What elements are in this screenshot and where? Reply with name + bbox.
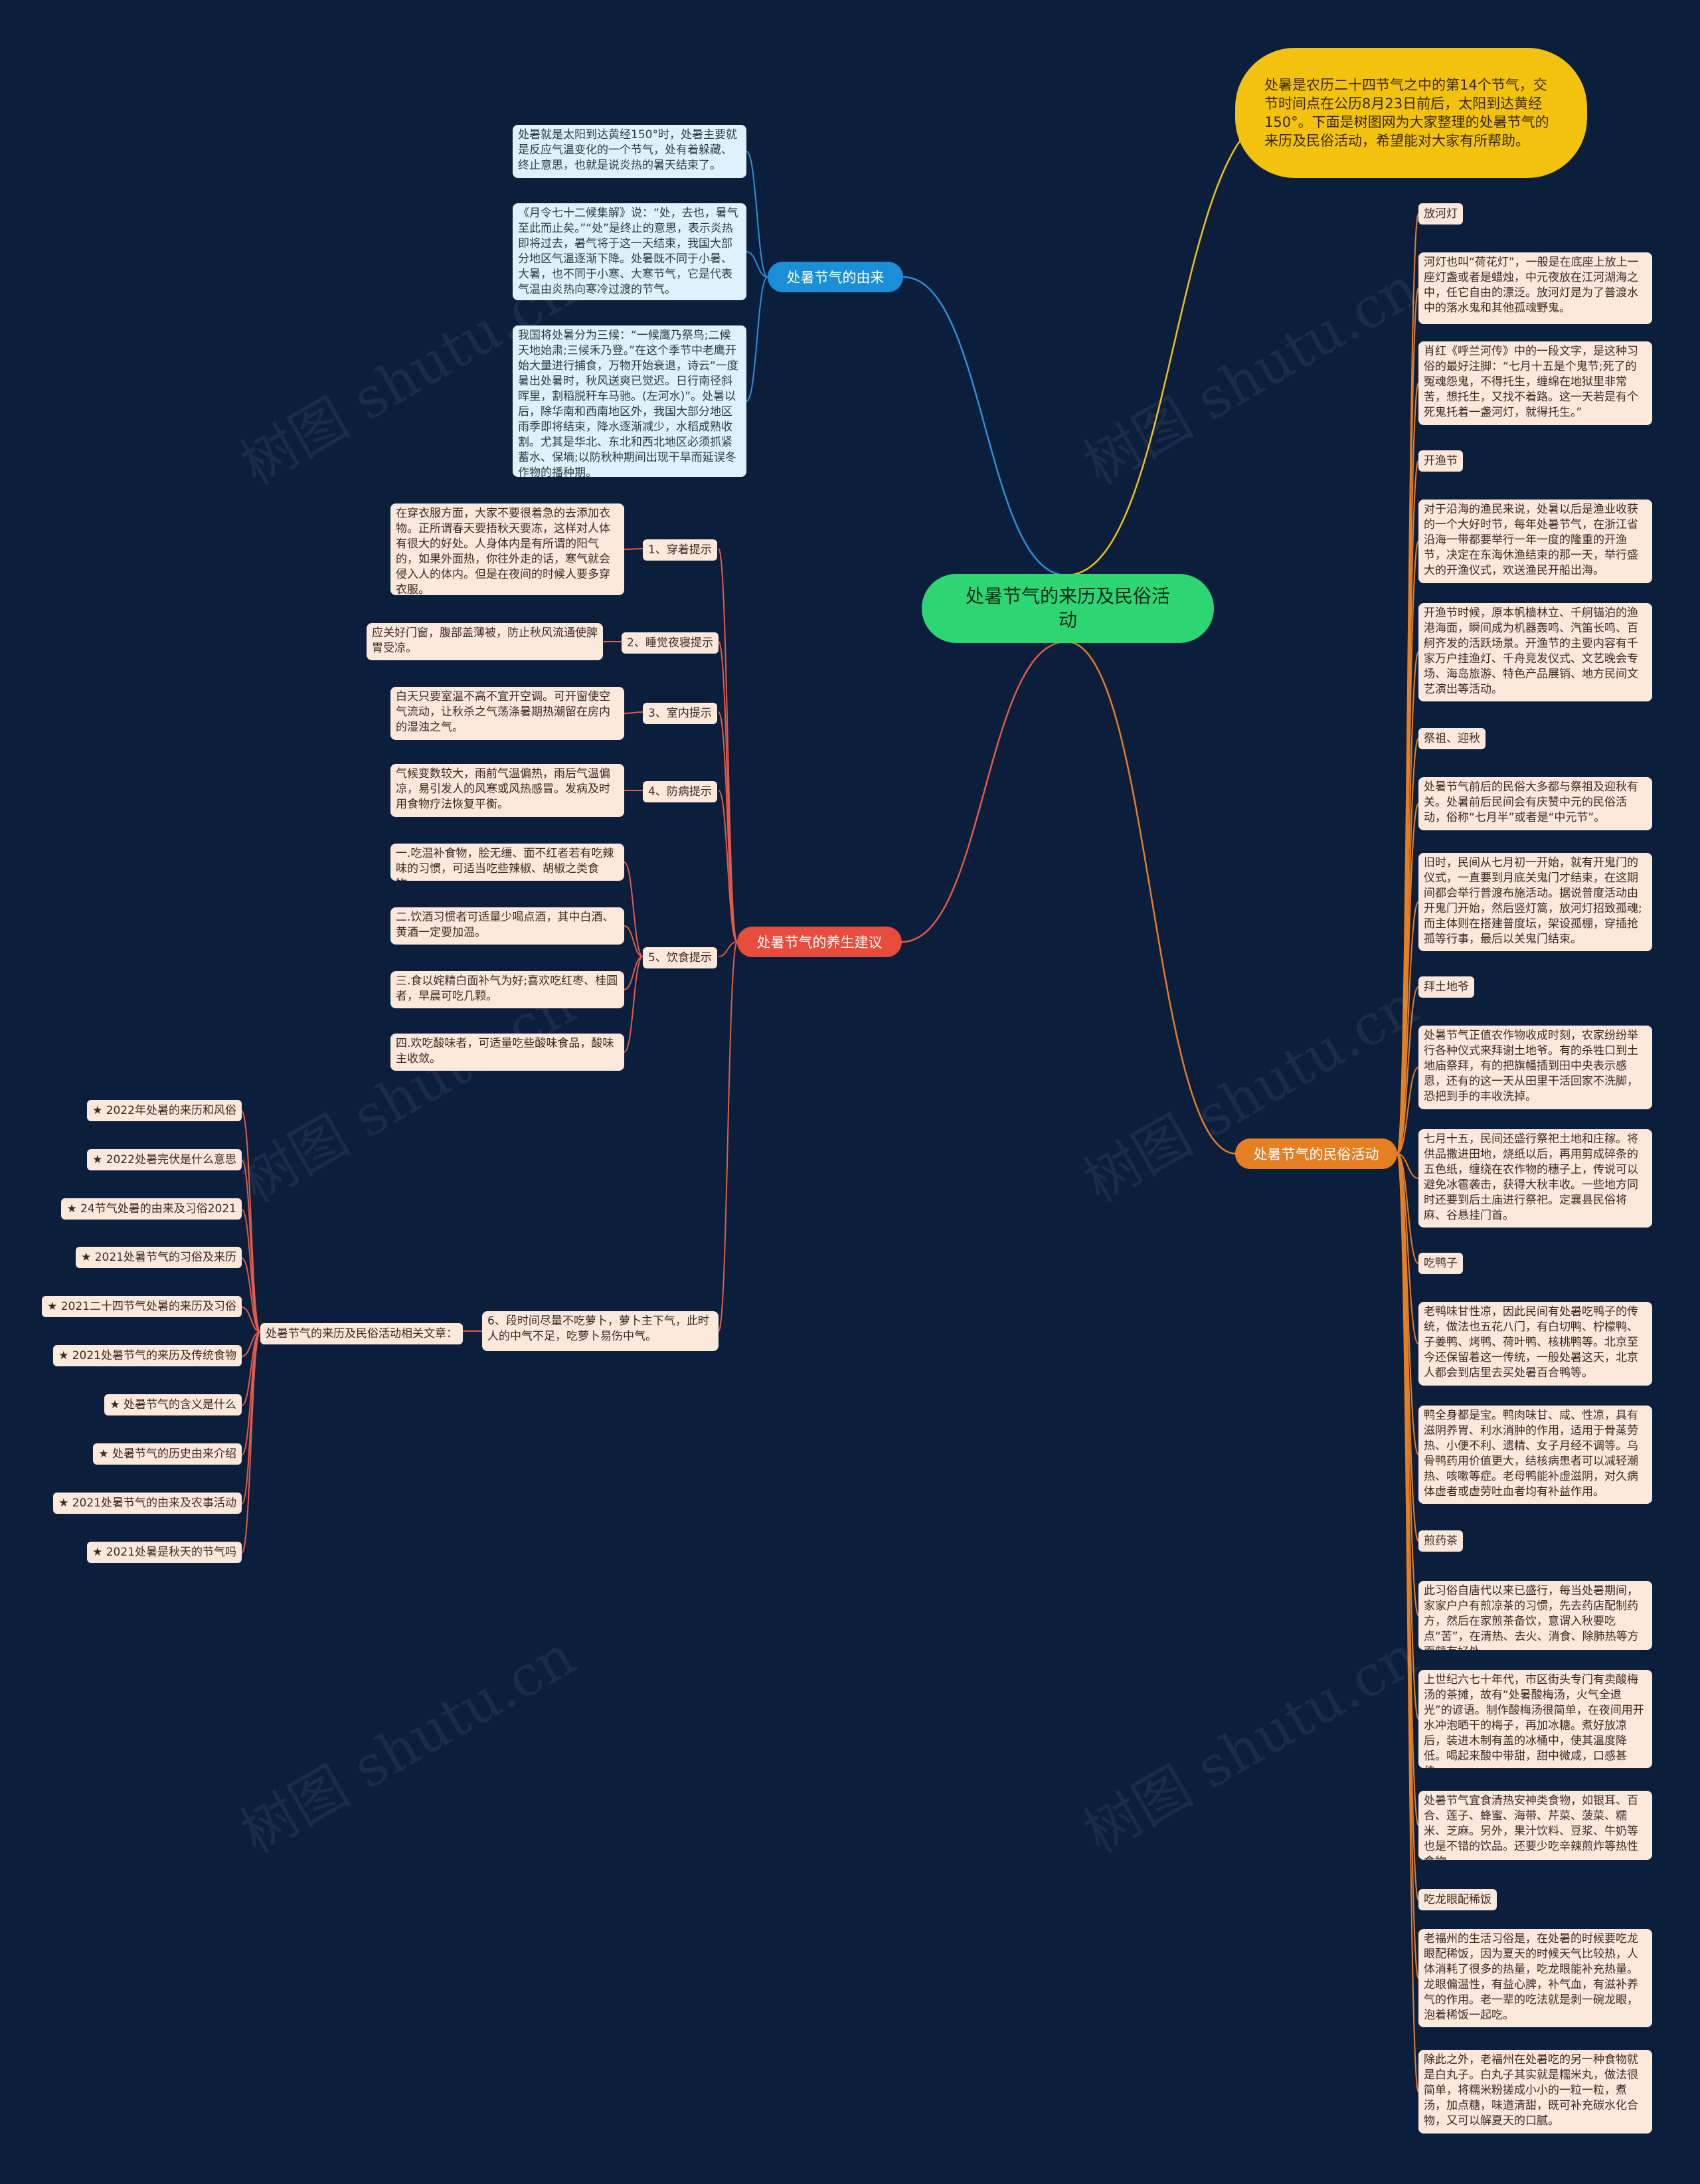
- related-article-link[interactable]: ★ 2022处暑完伏是什么意思: [87, 1149, 242, 1170]
- customs-group-tag[interactable]: 煎药茶: [1418, 1530, 1463, 1552]
- health-leaf[interactable]: 白天只要室温不高不宜开空调。可开窗使空气流动，让秋杀之气荡涤暑期热潮留在房内的湿…: [390, 687, 624, 740]
- customs-leaf[interactable]: 上世纪六七十年代，市区街头专门有卖酸梅汤的茶摊，故有“处暑酸梅汤，火气全退光”的…: [1418, 1670, 1652, 1768]
- intro-summary[interactable]: 处暑是农历二十四节气之中的第14个节气，交节时间点在公历8月23日前后，太阳到达…: [1235, 48, 1587, 178]
- health-leaf[interactable]: 气候变数较大，雨前气温偏热，雨后气温偏凉，易引发人的风寒或风热感冒。发病及时用食…: [390, 764, 624, 817]
- connector: [746, 276, 768, 402]
- health-leaf[interactable]: 二.饮酒习惯者可适量少喝点酒，其中白酒、黄酒一定要加温。: [390, 907, 624, 945]
- connector: [746, 151, 768, 278]
- customs-group-tag[interactable]: 开渔节: [1418, 450, 1463, 472]
- customs-leaf[interactable]: 河灯也叫“荷花灯”，一般是在底座上放上一座灯盏或者是蜡烛，中元夜放在江河湖海之中…: [1418, 252, 1652, 324]
- connector: [241, 1257, 261, 1332]
- related-article-link[interactable]: ★ 2021处暑节气的由来及农事活动: [53, 1493, 242, 1514]
- customs-leaf[interactable]: 鸭全身都是宝。鸭肉味甘、咸、性凉，具有滋阴养胃、利水消肿的作用，适用于骨蒸劳热、…: [1418, 1406, 1652, 1504]
- customs-leaf[interactable]: 处暑节气正值农作物收成时刻，农家纷纷举行各种仪式来拜谢土地爷。有的杀牲口到土地庙…: [1418, 1026, 1652, 1109]
- connector: [1397, 1153, 1419, 1616]
- connector: [241, 1331, 261, 1504]
- customs-leaf[interactable]: 旧时，民间从七月初一开始，就有开鬼门的仪式，一直要到月底关鬼门才结束，在这期间都…: [1418, 853, 1652, 951]
- related-article-link[interactable]: ★ 处暑节气的历史由来介绍: [93, 1443, 242, 1465]
- customs-leaf[interactable]: 老鸭味甘性凉，因此民间有处暑吃鸭子的传统，做法也五花八门，有白切鸭、柠檬鸭、子姜…: [1418, 1302, 1652, 1386]
- customs-leaf[interactable]: 七月十五，民间还盛行祭祀土地和庄稼。将供品撒进田地，烧纸以后，再用剪成碎条的五色…: [1418, 1129, 1652, 1228]
- connector: [624, 956, 643, 990]
- origin-leaf[interactable]: 处暑就是太阳到达黄经150°时，处暑主要就是反应气温变化的一个节气，处有着躲藏、…: [513, 125, 746, 178]
- health-sub-radish[interactable]: 6、段时间尽量不吃萝卜，萝卜主下气，此时人的中气不足，吃萝卜易伤中气。: [482, 1311, 719, 1351]
- customs-group-tag[interactable]: 放河灯: [1418, 203, 1463, 225]
- health-sub-indoor[interactable]: 3、室内提示: [643, 703, 717, 724]
- health-sub-clothing[interactable]: 1、穿着提示: [643, 539, 717, 561]
- connector: [1397, 1153, 1419, 1979]
- customs-leaf[interactable]: 此习俗自唐代以来已盛行，每当处暑期间，家家户户有煎凉茶的习惯，先去药店配制药方，…: [1418, 1581, 1652, 1650]
- connector: [241, 1331, 261, 1455]
- health-leaf[interactable]: 应关好门窗，腹部盖薄被，防止秋风流通使脾胃受凉。: [367, 623, 603, 660]
- connector: [718, 641, 738, 943]
- watermark: 树图 shutu.cn: [1073, 1623, 1429, 1866]
- root-topic[interactable]: 处暑节气的来历及民俗活动: [922, 574, 1214, 643]
- connector: [1397, 1067, 1419, 1154]
- connector: [1397, 1153, 1419, 1542]
- connector: [718, 711, 738, 943]
- related-article-link[interactable]: ★ 2021二十四节气处暑的来历及习俗: [42, 1296, 242, 1317]
- health-leaf[interactable]: 三.食以姹精白面补气为好;喜欢吃红枣、桂圆者，早晨可吃几颗。: [390, 971, 624, 1008]
- connector: [1397, 1153, 1419, 1344]
- watermark: 树图 shutu.cn: [1073, 254, 1429, 498]
- origin-leaf[interactable]: 《月令七十二候集解》说：“处，去也，暑气至此而止矣。”“处”是终止的意思，表示炎…: [513, 203, 746, 300]
- customs-leaf[interactable]: 对于沿海的渔民来说，处暑以后是渔业收获的一个大好时节，每年处暑节气，在浙江省沿海…: [1418, 500, 1652, 583]
- customs-leaf[interactable]: 肖红《呼兰河传》中的一段文字，是这种习俗的最好注脚：“七月十五是个鬼节;死了的冤…: [1418, 341, 1652, 425]
- health-leaf[interactable]: 在穿衣服方面，大家不要很着急的去添加衣物。正所谓春天要捂秋天要冻，这样对人体有很…: [390, 503, 624, 595]
- branch-origin[interactable]: 处暑节气的由来: [768, 262, 903, 292]
- connector: [241, 1331, 261, 1554]
- connector: [718, 941, 738, 957]
- related-article-link[interactable]: ★ 2021处暑节气的来历及传统食物: [53, 1345, 242, 1366]
- health-sub-sleep[interactable]: 2、睡觉夜寝提示: [622, 632, 719, 654]
- branch-health[interactable]: 处暑节气的养生建议: [737, 927, 902, 957]
- customs-leaf[interactable]: 开渔节时候，原本帆樯林立、千舸锚泊的渔港海面，瞬间成为机器轰鸣、汽笛长鸣、百舸齐…: [1418, 603, 1652, 701]
- connector: [1397, 1153, 1419, 1179]
- related-articles-header[interactable]: 处暑节气的来历及民俗活动相关文章：: [260, 1323, 463, 1344]
- connector: [1397, 738, 1419, 1154]
- connector: [718, 790, 738, 943]
- related-article-link[interactable]: ★ 2021处暑是秋天的节气吗: [87, 1542, 242, 1563]
- customs-group-tag[interactable]: 拜土地爷: [1418, 976, 1474, 998]
- customs-leaf[interactable]: 处暑节气宜食清热安神类食物，如银耳、百合、莲子、蜂蜜、海带、芹菜、菠菜、糯米、芝…: [1418, 1791, 1652, 1860]
- related-article-link[interactable]: ★ 24节气处暑的由来及习俗2021: [61, 1198, 242, 1220]
- health-leaf[interactable]: 四.欢吃酸味者，可适量吃些酸味食品，酸味主收敛。: [390, 1034, 624, 1071]
- connector: [1397, 1153, 1419, 2092]
- branch-customs[interactable]: 处暑节气的民俗活动: [1235, 1138, 1397, 1169]
- related-article-link[interactable]: ★ 2021处暑节气的习俗及来历: [76, 1247, 242, 1268]
- customs-group-tag[interactable]: 吃鸭子: [1418, 1253, 1463, 1274]
- related-article-link[interactable]: ★ 2022年处暑的来历和风俗: [87, 1100, 242, 1121]
- connector: [624, 862, 643, 957]
- connector: [1397, 1153, 1419, 1900]
- connector: [1397, 1153, 1419, 1455]
- watermark: 树图 shutu.cn: [230, 1623, 586, 1866]
- connector: [718, 548, 738, 943]
- connector: [624, 925, 643, 957]
- health-leaf[interactable]: 一.吃温补食物，脍无缰、面不红者若有吃辣味的习惯，可适当吃些辣椒、胡椒之类食物。: [390, 844, 624, 881]
- connector: [624, 711, 643, 714]
- connector: [241, 1331, 261, 1357]
- connector: [1397, 1153, 1419, 1264]
- origin-leaf[interactable]: 我国将处暑分为三候：“一候鹰乃祭鸟;二候天地始肃;三候禾乃登。”在这个季节中老鹰…: [513, 325, 746, 477]
- connector: [241, 1331, 261, 1406]
- watermark: 树图 shutu.cn: [1073, 972, 1429, 1215]
- connector: [718, 941, 738, 1332]
- health-sub-disease[interactable]: 4、防病提示: [643, 781, 717, 802]
- connector: [902, 276, 1067, 577]
- connector: [1397, 460, 1419, 1154]
- connector: [241, 1307, 261, 1332]
- customs-leaf[interactable]: 处暑节气前后的民俗大多都与祭祖及迎秋有关。处暑前后民间会有庆赞中元的民俗活动，俗…: [1418, 777, 1652, 830]
- customs-group-tag[interactable]: 吃龙眼配稀饭: [1418, 1889, 1497, 1910]
- related-article-link[interactable]: ★ 处暑节气的含义是什么: [104, 1394, 242, 1415]
- connector: [241, 1209, 261, 1332]
- connector: [1397, 652, 1419, 1154]
- connector: [624, 956, 643, 1053]
- connector: [1397, 541, 1419, 1154]
- customs-leaf[interactable]: 除此之外，老福州在处暑吃的另一种食物就是白丸子。白丸子其实就是糯米丸，做法很简单…: [1418, 2050, 1652, 2134]
- health-sub-diet[interactable]: 5、饮食提示: [643, 947, 717, 968]
- connector: [1397, 1153, 1419, 1826]
- connector: [901, 640, 1067, 943]
- customs-leaf[interactable]: 老福州的生活习俗是，在处暑的时候要吃龙眼配稀饭，因为夏天的时候天气比较热，人体消…: [1418, 1929, 1652, 2027]
- customs-group-tag[interactable]: 祭祖、迎秋: [1418, 728, 1486, 749]
- connector: [746, 251, 768, 278]
